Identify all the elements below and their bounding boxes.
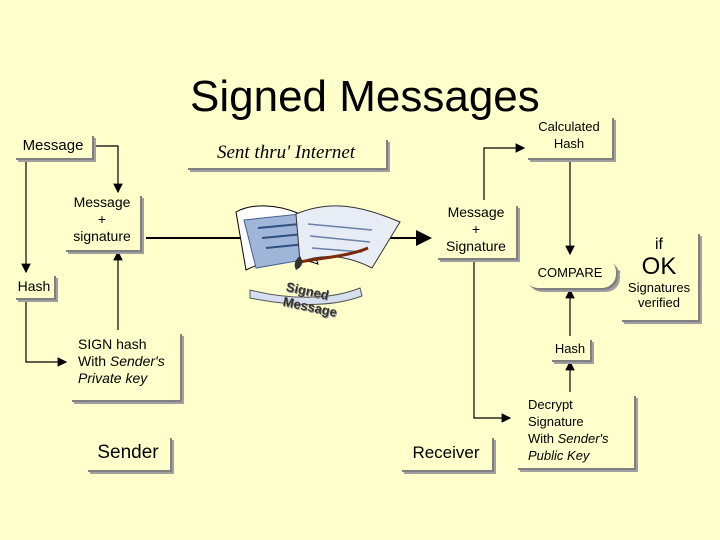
sign-hash-line-2: With Sender's xyxy=(78,353,165,369)
rx-combined-line-1: Message xyxy=(447,204,505,220)
sender-hash-box: Hash xyxy=(14,274,54,298)
arrow-message-to-combined xyxy=(90,145,123,194)
rx-combined-line-3: Signature xyxy=(446,238,506,254)
combined-line-1: Message xyxy=(73,194,131,210)
compare-node: COMPARE xyxy=(524,258,616,288)
receiver-message-signature-box: Message + Signature xyxy=(436,204,516,258)
result-ok: OK xyxy=(641,253,677,280)
sign-hash-line-1: SIGN hash xyxy=(78,336,147,352)
receiver-hash-box: Hash xyxy=(550,338,590,360)
decrypt-box: Decrypt Signature With Sender's Public K… xyxy=(516,394,634,468)
internet-box: Sent thru' Internet xyxy=(186,138,386,168)
sender-box: Sender xyxy=(86,436,170,470)
decrypt-line-3: With Sender's xyxy=(528,431,609,446)
decrypt-line-2: Signature xyxy=(528,414,584,429)
receiver-hash-label: Hash xyxy=(554,341,586,356)
calculated-hash-box: Calculated Hash xyxy=(526,116,612,158)
decrypt-line-4: Public Key xyxy=(528,448,590,463)
sender-message-label: Message xyxy=(22,137,84,154)
result-line-2: verified xyxy=(638,295,680,310)
signed-message-illustration xyxy=(235,205,401,305)
arrow-to-calculated-hash xyxy=(483,143,526,200)
arrow-to-decrypt xyxy=(473,258,512,423)
sender-hash-label: Hash xyxy=(17,278,51,294)
combined-line-2: + xyxy=(97,211,107,227)
internet-label: Sent thru' Internet xyxy=(216,142,356,163)
page-title: Signed Messages xyxy=(190,72,540,121)
arrow-hash-to-sign xyxy=(25,300,68,367)
calc-hash-line-2: Hash xyxy=(553,136,585,151)
result-if: if xyxy=(655,236,663,253)
result-line-1: Signatures xyxy=(627,280,691,295)
sender-label: Sender xyxy=(97,442,159,463)
calc-hash-line-1: Calculated xyxy=(538,119,600,134)
sender-message-signature-box: Message + signature xyxy=(64,194,140,250)
verified-result-box: if OK Signatures verified xyxy=(620,232,698,320)
sender-message-box: Message xyxy=(14,134,92,158)
receiver-label: Receiver xyxy=(412,443,480,462)
sign-hash-box: SIGN hash With Sender's Private key xyxy=(70,332,180,400)
receiver-box: Receiver xyxy=(400,436,492,470)
decrypt-line-1: Decrypt xyxy=(528,397,573,412)
sign-hash-line-3: Private key xyxy=(78,370,148,386)
rx-combined-line-2: + xyxy=(471,221,481,237)
compare-label: COMPARE xyxy=(537,265,603,280)
combined-line-3: signature xyxy=(73,228,131,244)
